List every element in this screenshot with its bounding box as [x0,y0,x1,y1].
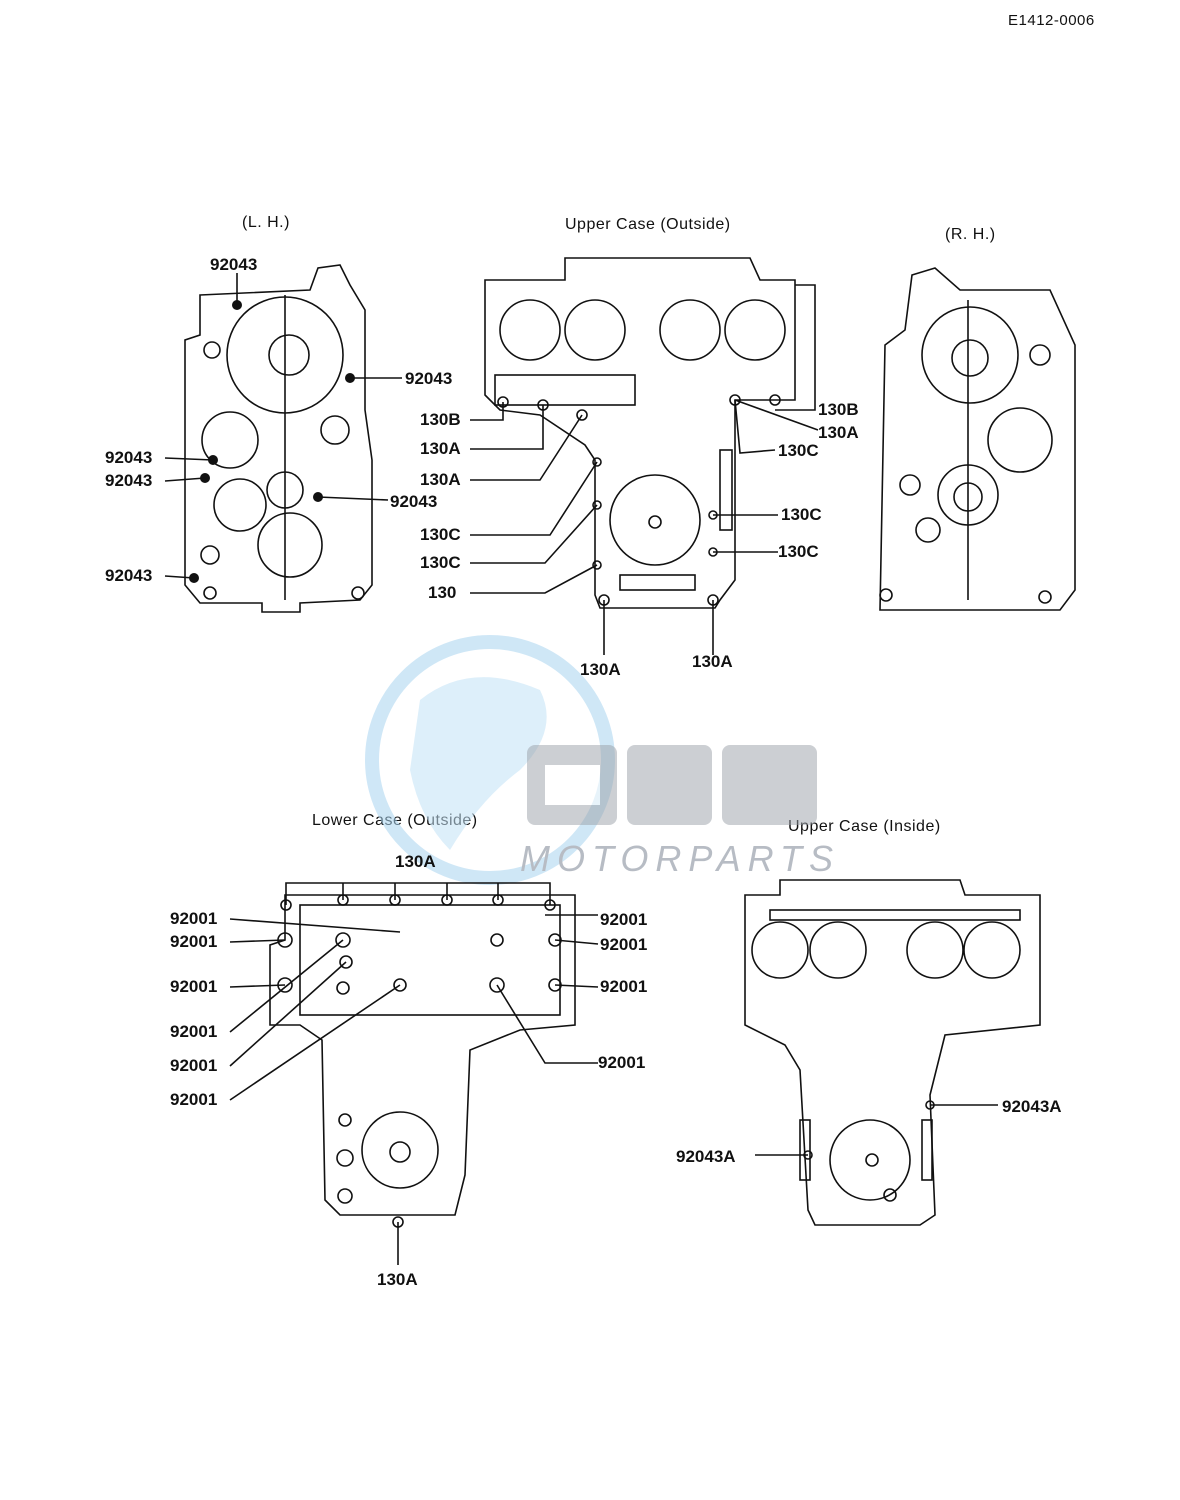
view-title-lh: (L. H.) [242,214,290,231]
callout-130a: 130A [377,1270,418,1289]
callout-130a: 130A [395,852,436,871]
view-title-rh: (R. H.) [945,226,996,243]
lower-outside-leader-lines [229,882,599,1265]
callout-92043: 92043 [390,492,438,511]
callout-130a: 130A [420,470,461,489]
watermark-tagline: MOTORPARTS [520,838,841,879]
callout-92043: 92043 [105,566,153,585]
callout-92001: 92001 [170,1022,218,1041]
callout-92001: 92001 [170,1090,218,1109]
callout-130a: 130A [818,423,859,442]
callout-130c: 130C [420,525,461,544]
callout-130b: 130B [420,410,461,429]
upper-outside-outline [484,257,796,609]
callout-92001: 92001 [600,977,648,996]
lower-outside-outline [269,894,576,1228]
lh-leader-lines [164,273,402,579]
callout-92043: 92043 [405,369,453,388]
callout-92043: 92043 [105,471,153,490]
callout-130c: 130C [778,542,819,561]
callout-92001: 92001 [170,909,218,928]
callout-92043a: 92043A [1002,1097,1062,1116]
view-title-upper-outside: Upper Case (Outside) [565,216,731,233]
callout-130b: 130B [818,400,859,419]
callout-130c: 130C [781,505,822,524]
view-title-upper-inside: Upper Case (Inside) [788,818,941,835]
callout-92043a: 92043A [676,1147,736,1166]
callout-92001: 92001 [170,932,218,951]
callout-92001: 92001 [170,1056,218,1075]
callout-92001: 92001 [170,977,218,996]
callout-130a: 130A [420,439,461,458]
lh-crankcase-outline [184,264,373,613]
callout-92001: 92001 [598,1053,646,1072]
callout-130c: 130C [420,553,461,572]
callout-92043: 92043 [105,448,153,467]
upper-inside-leader-lines [755,1104,998,1156]
callout-130a: 130A [580,660,621,679]
upper-outside-leader-lines [470,284,819,655]
callout-130: 130 [428,583,457,602]
document-id: E1412-0006 [1008,12,1095,29]
callout-130a: 130A [692,652,733,671]
callout-92001: 92001 [600,935,648,954]
rh-crankcase-outline [879,267,1076,611]
callout-92043: 92043 [210,255,258,274]
upper-inside-outline [744,879,1041,1226]
callout-92001: 92001 [600,910,648,929]
callout-130c: 130C [778,441,819,460]
watermark-letters-icon [527,745,817,825]
